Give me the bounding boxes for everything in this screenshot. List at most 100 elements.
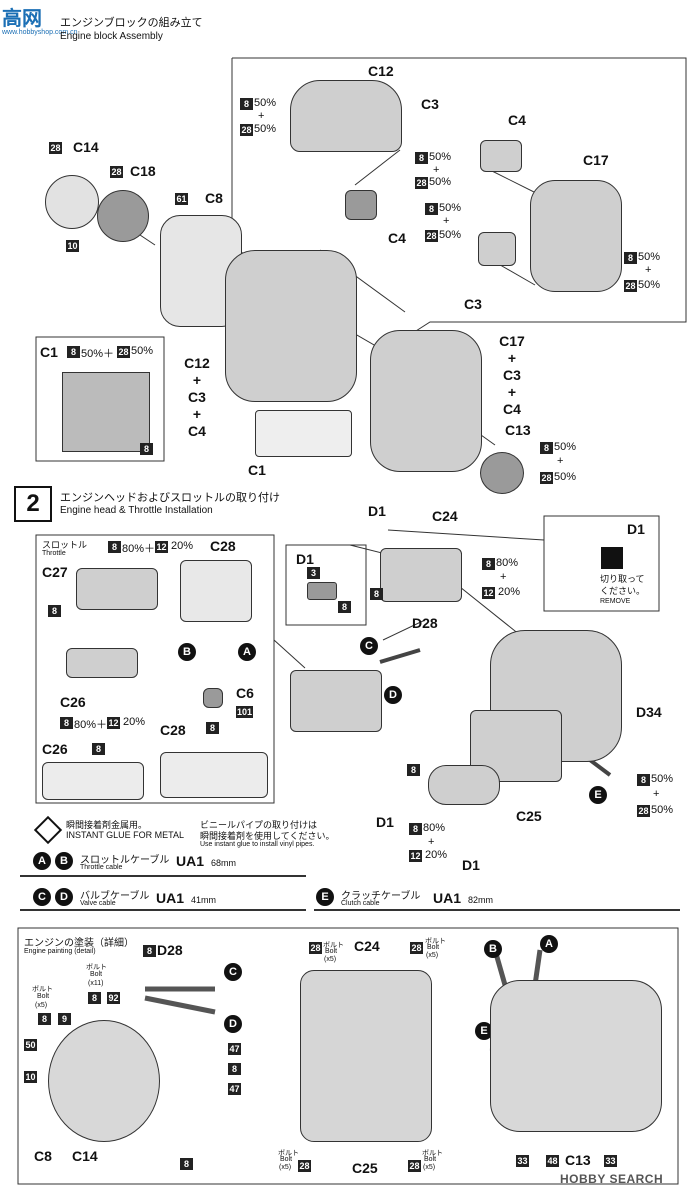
label-c4: C4	[508, 112, 526, 128]
paint-9: 9	[58, 1013, 71, 1025]
label-c26: C26	[60, 694, 86, 710]
label-d28: D28	[157, 942, 183, 958]
throttle-assembly-shape	[290, 670, 382, 732]
section2-title-jp: エンジンヘッドおよびスロットルの取り付け	[60, 492, 280, 504]
label-c13: C13	[505, 422, 531, 438]
label-c4: C4	[388, 230, 406, 246]
engine-lower-shape	[470, 710, 562, 782]
paint-28: 28	[415, 177, 428, 189]
glue-metal-en: INSTANT GLUE FOR METAL	[66, 830, 185, 840]
paint-8: 8	[228, 1063, 241, 1075]
paint-8: 8	[206, 722, 219, 734]
paint-28: 28	[49, 142, 62, 154]
watermark-hobby-search: HOBBY SEARCH	[560, 1172, 664, 1186]
c26-part-shape	[66, 648, 138, 678]
mix-20: 20%	[123, 716, 146, 728]
mix-50b: 50%	[638, 279, 661, 291]
paint-8: 8	[67, 346, 80, 358]
c26-detail-shape	[42, 762, 144, 800]
bolt-en: Bolt	[424, 1156, 437, 1163]
label-c25: C25	[516, 808, 542, 824]
bolt-x5: (x5)	[35, 1002, 48, 1009]
cable-throttle-part: UA1	[176, 853, 205, 869]
engine-block-right-shape	[370, 330, 482, 472]
c27-part-shape	[76, 568, 158, 610]
vinyl-note-en: Use instant glue to install vinyl pipes.	[200, 841, 315, 848]
paint-8: 8	[180, 1158, 193, 1170]
paint-8: 8	[637, 774, 650, 786]
label-c28: C28	[160, 722, 186, 738]
letter-d-badge: D	[384, 686, 402, 704]
label-c17: C17	[583, 152, 609, 168]
paint-8: 8	[240, 98, 253, 110]
cable-clutch-len: 82mm	[468, 895, 494, 905]
label-d1: D1	[296, 551, 314, 567]
paint-8: 8	[540, 442, 553, 454]
vinyl-note-jp2: 瞬間接着剤を使用してください。	[200, 831, 335, 841]
paint-28: 28	[425, 230, 438, 242]
paint-8: 8	[407, 764, 420, 776]
label-d1-remove: D1	[627, 521, 645, 537]
label-c26: C26	[42, 741, 68, 757]
paint-28: 28	[410, 942, 423, 954]
mix-50: 50%	[651, 773, 674, 785]
paint-10: 10	[66, 240, 79, 252]
paint-8: 8	[92, 743, 105, 755]
cable-throttle-len: 68mm	[211, 858, 237, 868]
cable-letter-d: D	[55, 888, 73, 906]
paint-61: 61	[175, 193, 188, 205]
mix-plus: +	[428, 836, 435, 848]
letter-c-badge: C	[224, 963, 242, 981]
letter-b-badge: B	[178, 643, 196, 661]
bolt-x5: (x5)	[426, 952, 439, 959]
bolt-en: Bolt	[427, 944, 440, 951]
paint-28: 28	[110, 166, 123, 178]
step-number-badge: 2	[14, 486, 52, 522]
letter-c-badge: C	[360, 637, 378, 655]
label-d1: D1	[462, 857, 480, 873]
section2-title-en: Engine head & Throttle Installation	[60, 505, 213, 516]
paint-8: 8	[482, 558, 495, 570]
bolt-en: Bolt	[90, 971, 103, 978]
label-d28: D28	[412, 615, 438, 631]
cable-letter-e: E	[316, 888, 334, 906]
paint-33: 33	[604, 1155, 617, 1167]
paint-8: 8	[60, 717, 73, 729]
label-c3: C3	[464, 296, 482, 312]
mix-80: 80%	[496, 557, 519, 569]
mix-80-plus: 80%＋	[122, 543, 156, 555]
paint-8: 8	[409, 823, 422, 835]
mix-50: 50%	[254, 97, 277, 109]
c1-inset-shape	[62, 372, 150, 452]
c17-part-shape	[530, 180, 622, 292]
cable-letter-a: A	[33, 852, 51, 870]
paint-28: 28	[298, 1160, 311, 1172]
cable-valve-en: Valve cable	[80, 900, 116, 907]
painting-en: Engine painting (detail)	[24, 948, 96, 955]
cable-valve-jp: バルブケーブル	[80, 891, 150, 902]
bolt-x5: (x5)	[279, 1164, 292, 1171]
label-c8: C8	[205, 190, 223, 206]
paint-33: 33	[516, 1155, 529, 1167]
paint-8: 8	[415, 152, 428, 164]
label-d1: D1	[376, 814, 394, 830]
letter-a-badge: A	[540, 935, 558, 953]
paint-28: 28	[117, 346, 130, 358]
mix-plus: +	[443, 215, 450, 227]
mix-50-plus: 50%＋	[81, 348, 115, 360]
cable-clutch-jp: クラッチケーブル	[341, 891, 421, 902]
letter-e-badge: E	[589, 786, 607, 804]
mix-80: 80%	[423, 822, 446, 834]
label-c8: C8	[34, 1148, 52, 1164]
mix-50b: 50%	[254, 123, 277, 135]
bolt-x5: (x5)	[423, 1164, 436, 1171]
paint-28: 28	[624, 280, 637, 292]
d1-cut-jp: 切り取って	[600, 574, 645, 584]
mix-plus: +	[645, 264, 652, 276]
cylinder-head-front-shape	[300, 970, 432, 1142]
bolt-jp: ボルト	[422, 1150, 443, 1157]
mix-50: 50%	[638, 251, 661, 263]
cable-clutch-en: Clutch cable	[341, 900, 380, 907]
paint-92: 92	[107, 992, 120, 1004]
